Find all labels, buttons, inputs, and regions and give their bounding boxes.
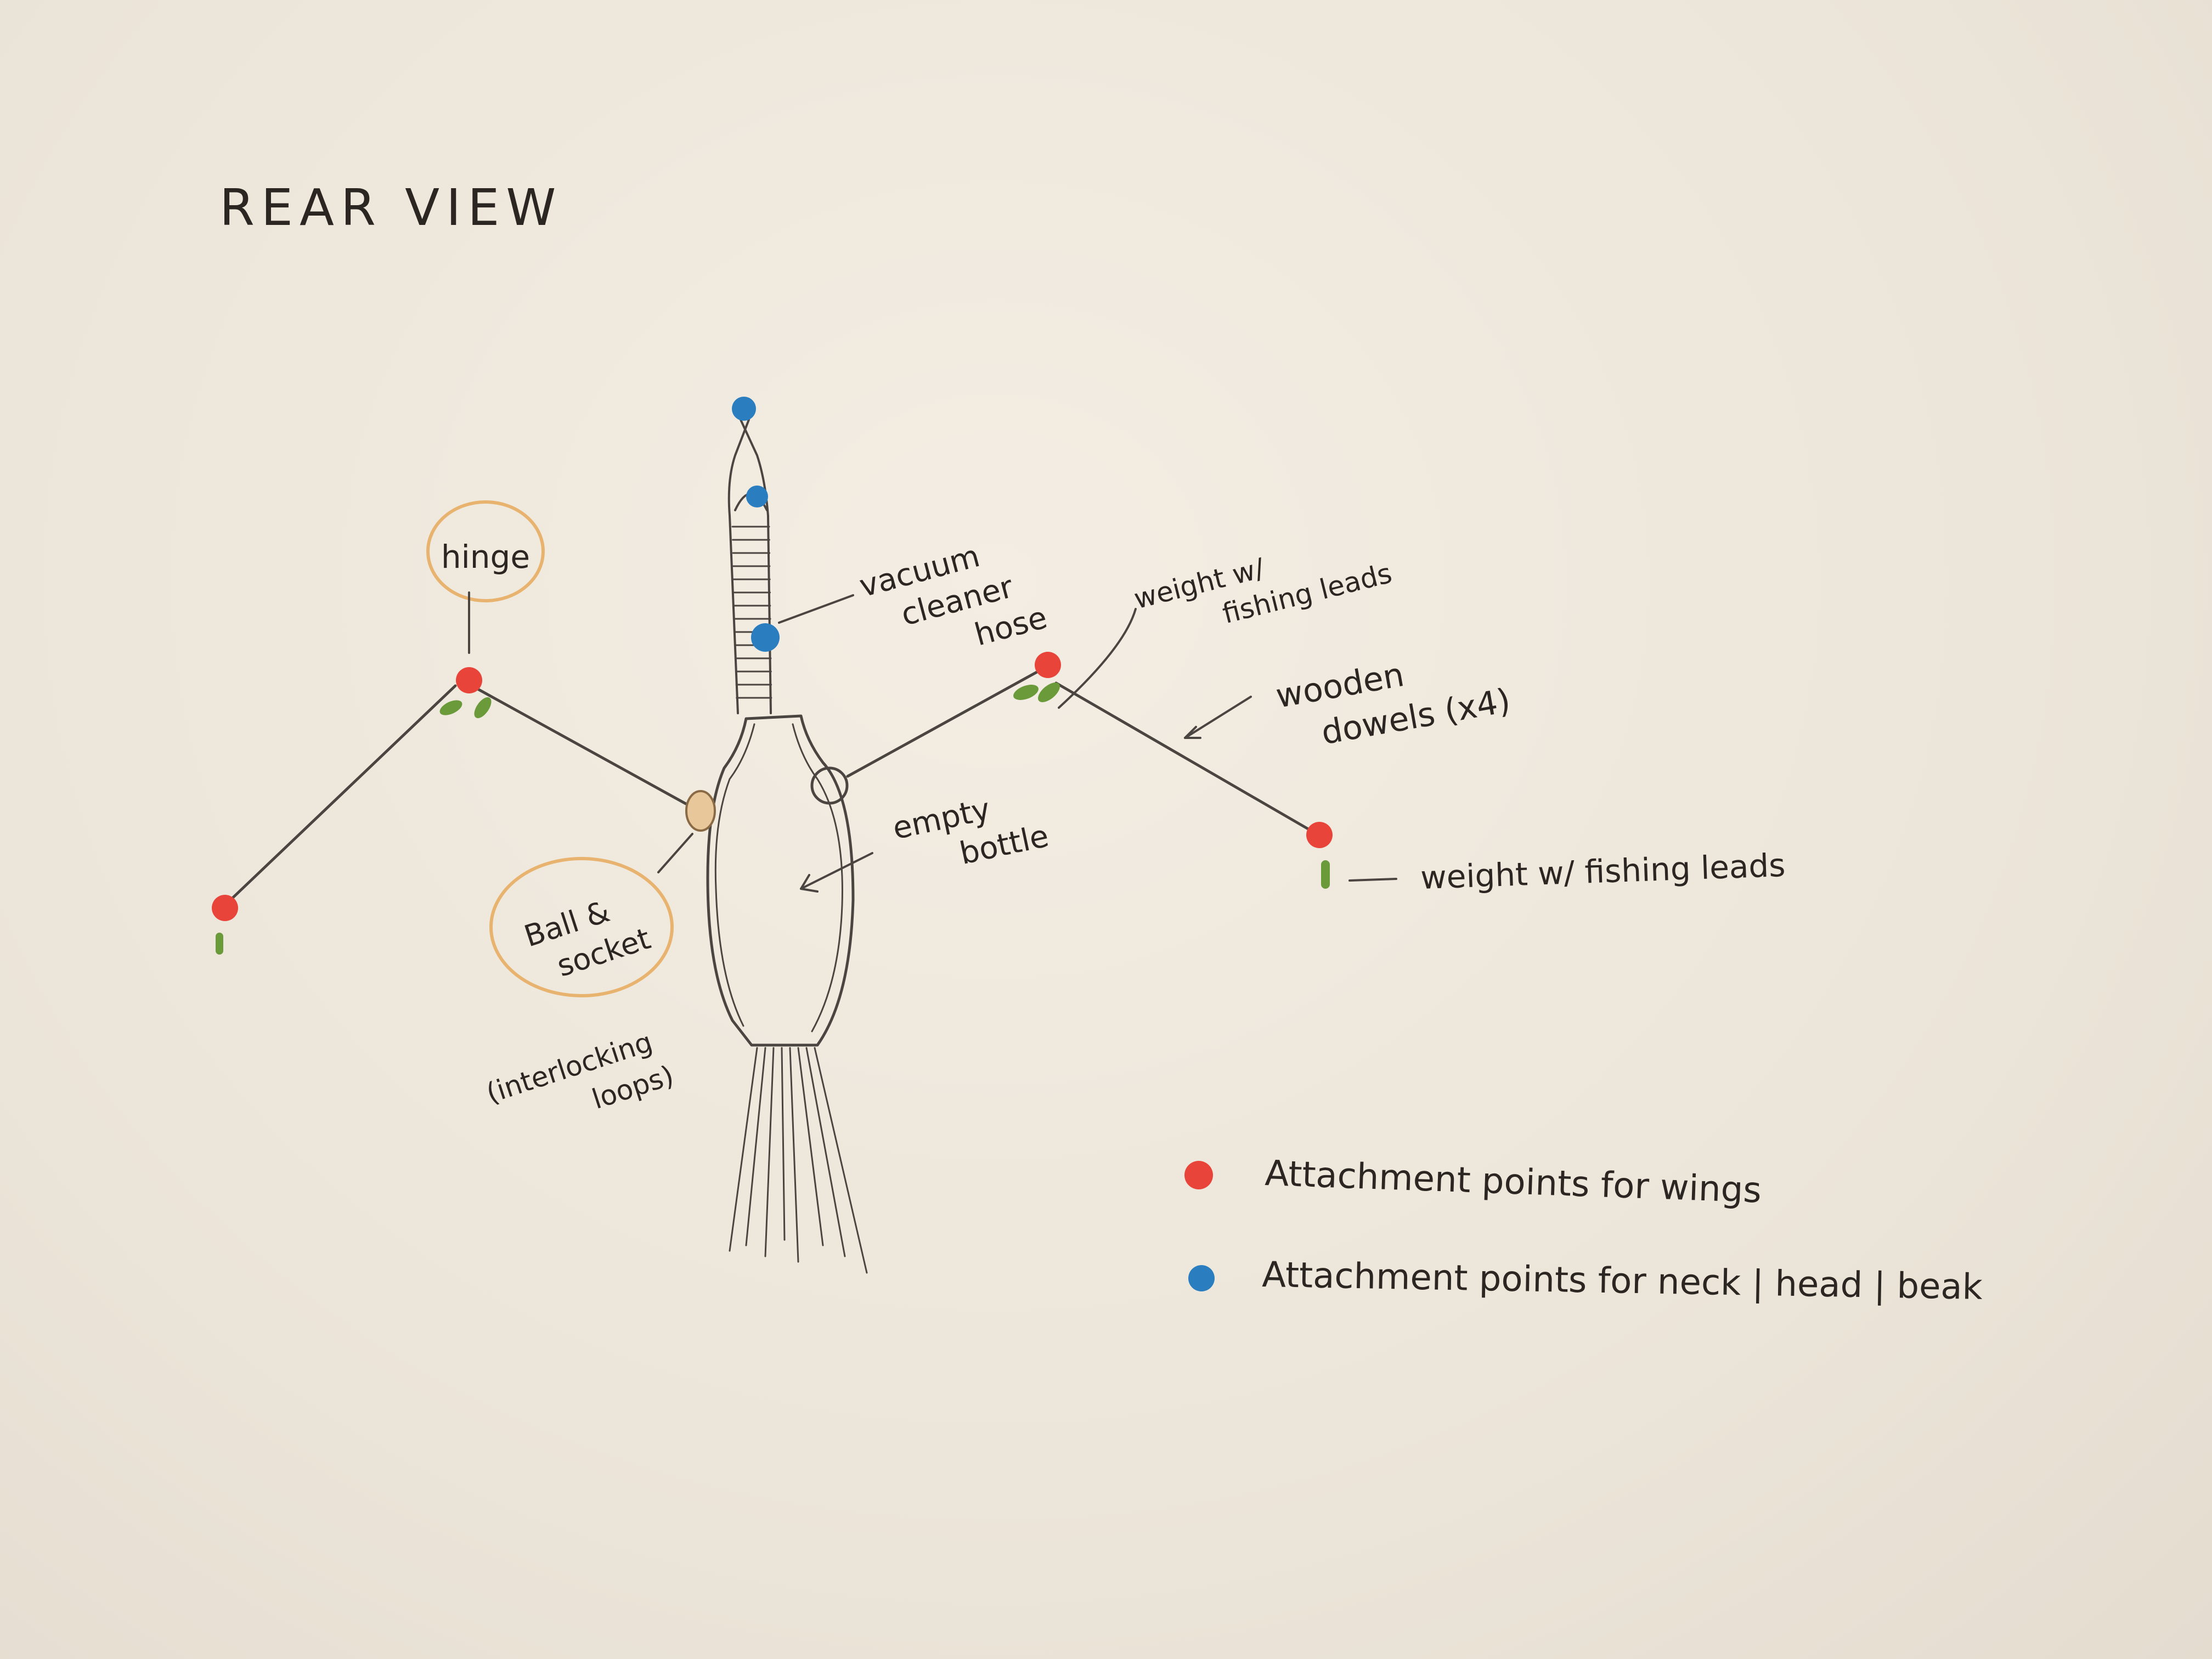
legend-blue-dot [1188,1265,1215,1291]
diagram-title: REAR VIEW [219,178,562,237]
hinge-label: hinge [441,538,530,575]
neck-attachment-point [751,623,780,652]
right-outer-dowel [1054,681,1318,836]
wing-attachment-point [1035,652,1061,678]
tail-feather-line [781,1047,786,1241]
neck-attachment-point [732,397,756,421]
tail-feather-line [814,1047,868,1274]
weight-top-label: weight w/ fishing leads [1131,552,1395,630]
hinge-leaf [1038,682,1060,702]
neck-hose [727,397,780,714]
wing-attachment-point [212,895,238,921]
tail-feather-line [797,1047,824,1246]
neck-attachment-point [746,486,768,507]
tail-feather-line [745,1047,766,1246]
left-inner-dowel [470,684,687,805]
ball-socket-joint-left [685,790,716,832]
ball-socket-label: Ball & socket [520,894,654,983]
tail-feather-line [764,1047,775,1257]
wing-attachment-point [1306,822,1333,848]
left-wing [212,500,687,955]
ball-socket-joint-right [810,766,849,805]
legend-neck-text: Attachment points for neck | head | beak [1262,1255,1983,1308]
hinge-leaf [1013,685,1039,700]
tail-feather-line [805,1047,846,1257]
right-inner-dowel [846,670,1039,778]
weight-right-label: weight w/ fishing leads [1420,847,1786,896]
right-wing [846,652,1333,889]
ball-socket-highlight-ring [489,857,674,997]
legend-wings-text: Attachment points for wings [1264,1153,1762,1211]
interlocking-loops-label: (interlocking loops) [482,1026,678,1115]
left-outer-dowel [223,684,457,907]
wooden-dowels-label: wooden dowels (x4) [1273,656,1513,752]
vacuum-hose-label: vacuum cleaner hose [856,538,1051,653]
legend: Attachment points for wings Attachment p… [1184,1153,1983,1308]
empty-bottle-label: empty bottle [889,792,1052,872]
hinge-highlight-ring [426,500,545,602]
bottle-pointer [800,852,873,890]
bottle-body [706,714,868,1274]
right-weight-pointer [1348,878,1397,882]
weight-pointer [1058,608,1137,709]
tail-feather-line [729,1047,758,1252]
fishing-lead-weight [216,933,223,955]
hose-pointer [778,594,854,624]
hinge-leaf [439,700,462,715]
hinge-leaf [474,697,492,719]
dowel-pointer [1184,696,1252,739]
fishing-lead-weight [1321,860,1330,889]
wing-attachment-point [456,667,482,693]
legend-red-dot [1184,1161,1213,1189]
tail-feather-line [789,1047,799,1263]
